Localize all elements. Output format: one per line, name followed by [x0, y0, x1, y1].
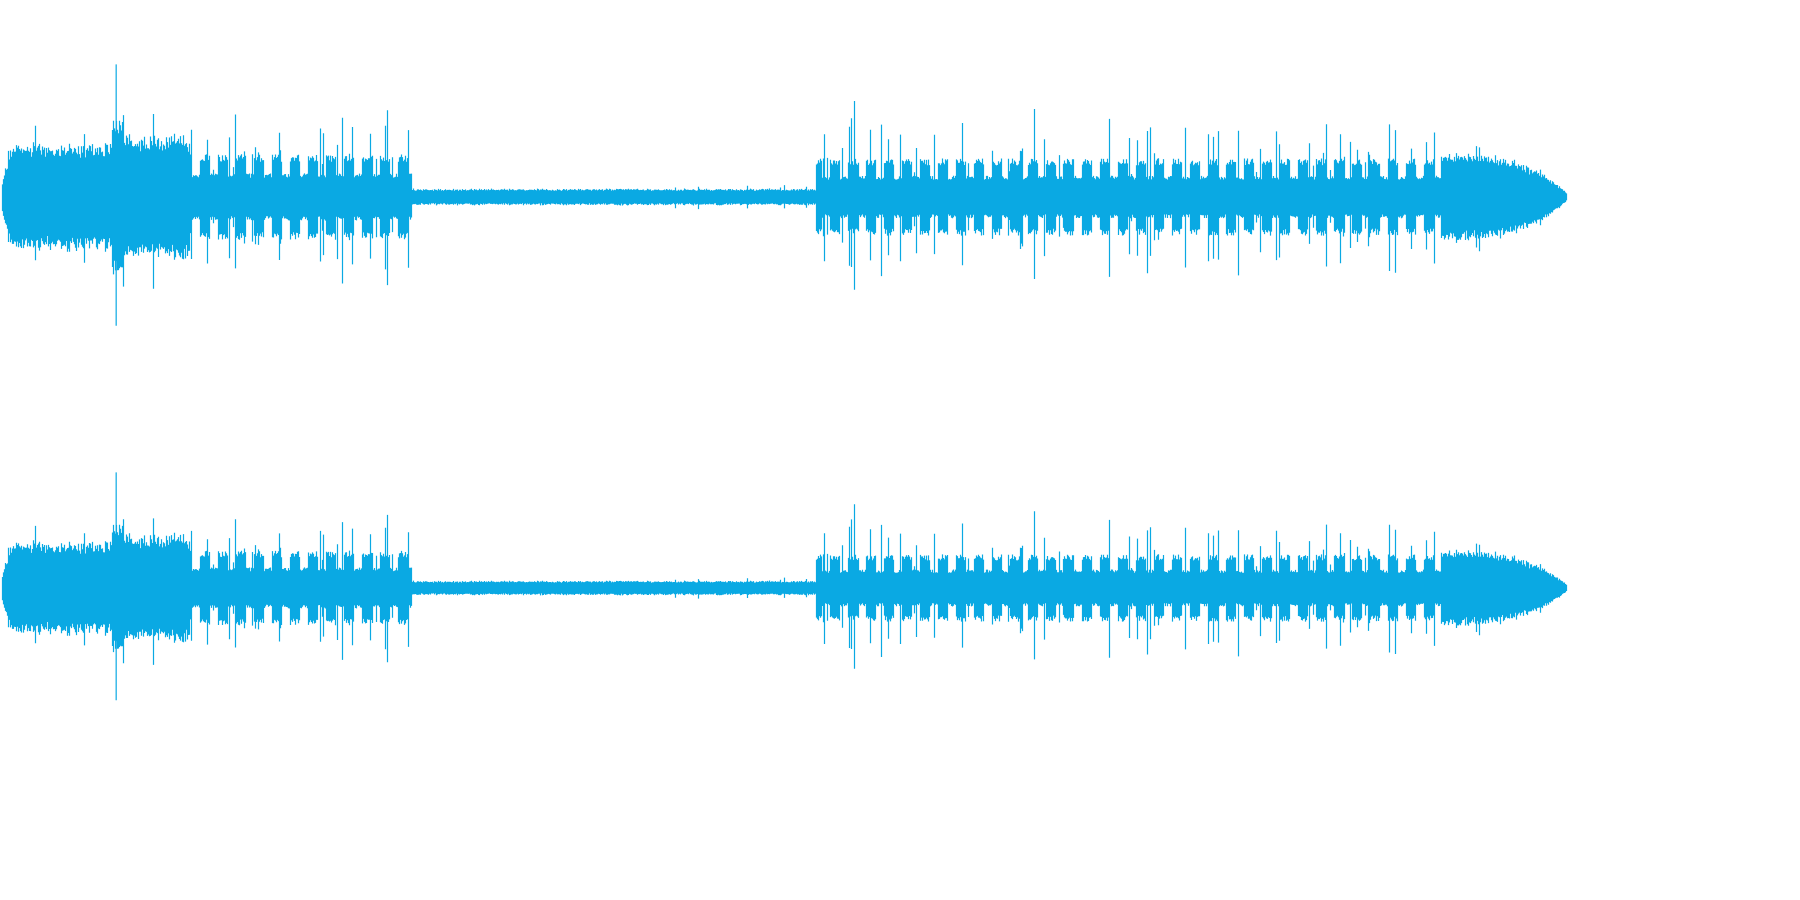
- waveform-center-band-2: [2, 584, 1566, 592]
- waveform-channel-1: [1, 64, 1568, 326]
- waveform-channel-2: [1, 472, 1568, 701]
- waveform-center-band-1: [2, 193, 1566, 201]
